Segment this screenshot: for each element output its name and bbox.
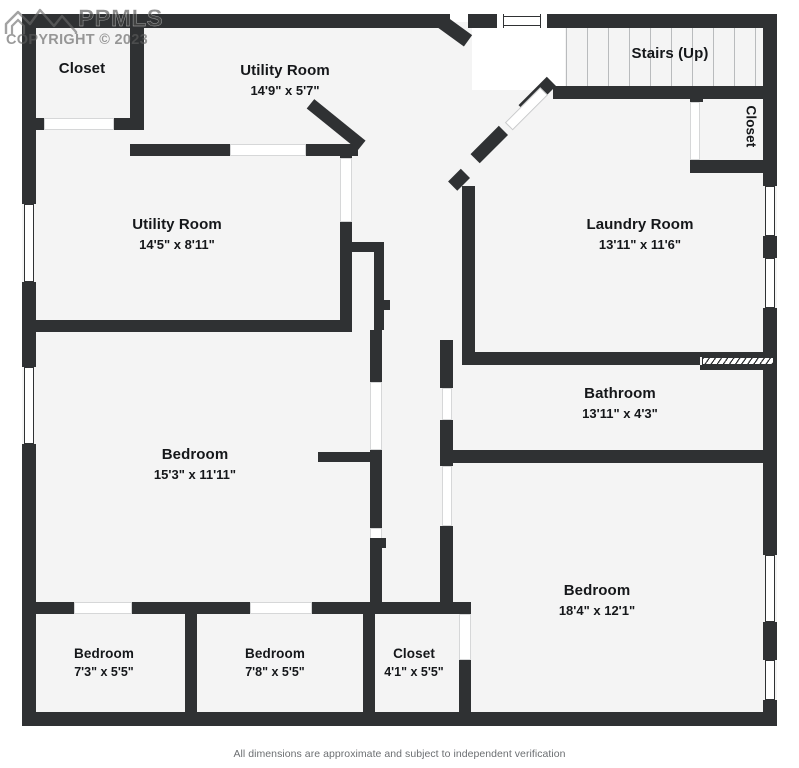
- window-left-lower: [24, 367, 34, 444]
- wall-exterior-right-4: [763, 622, 777, 660]
- wall-hall-closet-nub: [374, 300, 390, 310]
- window-right-4: [765, 660, 775, 700]
- window-right-1: [765, 186, 775, 236]
- wall-hall-nub-1: [318, 452, 370, 462]
- door-opening-utility-top: [230, 144, 306, 156]
- wall-small-rooms-top-c: [312, 602, 471, 614]
- wall-utility-top-bottom-a: [130, 144, 230, 156]
- door-opening-bedroom-left-1: [370, 382, 382, 450]
- stairs-riser-lines: [566, 28, 762, 86]
- wall-small-rooms-top-a: [22, 602, 74, 614]
- wall-laundry-bathroom-divider: [462, 352, 700, 365]
- door-opening-small-bedroom-2: [250, 602, 312, 614]
- wall-utility-right-vert: [440, 14, 452, 114]
- door-opening-closet-top-right: [690, 102, 700, 160]
- wall-small-bedroom-divider-1: [185, 602, 197, 726]
- wall-stairs-bottom: [553, 86, 713, 99]
- room-fill-bedroom-small-2: [185, 610, 363, 720]
- wall-exterior-top-right: [468, 14, 496, 28]
- wall-exterior-top-left: [22, 14, 450, 28]
- wall-laundry-bathroom-divider-2: [700, 352, 777, 357]
- door-opening-closet-bottom: [459, 614, 471, 660]
- wall-hall-left-top: [340, 144, 352, 158]
- wall-closet-top-left-bottom-a: [22, 118, 44, 130]
- shower-door-hatch: [702, 357, 774, 365]
- room-fill-bedroom-left: [22, 320, 382, 610]
- window-top-wall-jamb-right: [540, 14, 548, 28]
- window-left-upper: [24, 204, 34, 282]
- wall-exterior-left-3: [22, 444, 36, 726]
- door-opening-small-bedroom-1: [74, 602, 132, 614]
- door-opening-bathroom: [442, 388, 452, 420]
- wall-utility-mid-bottom: [22, 320, 352, 332]
- door-opening-closet-top-left: [44, 118, 114, 130]
- wall-small-bedroom-divider-2: [363, 602, 375, 726]
- wall-exterior-right-2: [763, 236, 777, 258]
- window-right-3: [765, 555, 775, 622]
- wall-bedroom-left-right-2: [370, 450, 382, 528]
- wall-bedroom-left-right-3: [370, 548, 382, 612]
- wall-exterior-right-3: [763, 308, 777, 555]
- window-top-wall-jamb-left: [496, 14, 504, 28]
- wall-exterior-right-1: [763, 14, 777, 186]
- room-fill-bedroom-small-1: [22, 610, 185, 720]
- wall-exterior-top-right-2: [548, 14, 777, 28]
- door-opening-hall-upper: [340, 158, 352, 222]
- wall-closet-top-left-right: [130, 14, 144, 118]
- wall-hall-left-mid: [340, 222, 352, 322]
- window-right-2: [765, 258, 775, 308]
- wall-exterior-bottom: [22, 712, 777, 726]
- wall-hall-closet-top: [348, 242, 384, 252]
- disclaimer-text: All dimensions are approximate and subje…: [233, 748, 566, 760]
- wall-bedroom-right-left-3: [440, 526, 453, 612]
- room-fill-closet-top-left: [22, 22, 142, 130]
- wall-bedroom-left-right-1: [370, 330, 382, 382]
- wall-hall-closet-right: [374, 242, 384, 330]
- wall-bedroom-right-left-1: [440, 340, 453, 388]
- room-fill-laundry: [462, 90, 777, 360]
- wall-bedroom-right-left-2: [440, 420, 453, 466]
- floor-plan-canvas[interactable]: Closet Utility Room 14'9" x 5'7" Utility…: [0, 0, 799, 740]
- wall-closet-bottom-right: [459, 660, 471, 726]
- wall-exterior-left-1: [22, 14, 36, 204]
- room-fill-bedroom-right: [440, 450, 777, 720]
- door-opening-bedroom-right: [442, 466, 452, 526]
- wall-hall-nub-2: [370, 538, 386, 548]
- wall-bathroom-bottom: [440, 450, 777, 463]
- wall-closet-top-right-left: [690, 86, 703, 102]
- wall-closet-top-right-bottom: [690, 160, 777, 173]
- wall-laundry-left: [462, 186, 475, 360]
- wall-closet-top-left-bottom-b: [114, 118, 144, 130]
- wall-laundry-bathroom-divider-3: [700, 365, 777, 370]
- room-fill-closet-bottom: [363, 610, 471, 720]
